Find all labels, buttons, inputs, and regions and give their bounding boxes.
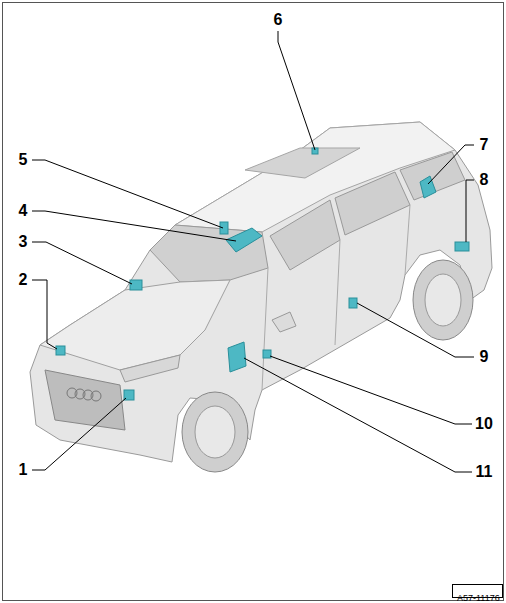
callout-number: 2 (19, 272, 28, 288)
callout-number: 8 (480, 172, 489, 188)
callout-number: 10 (475, 416, 493, 432)
reference-box: A57-11176 (452, 584, 503, 598)
callout-number: 1 (19, 462, 28, 478)
callout-number: 4 (19, 203, 28, 219)
reference-code: A57-11176 (457, 594, 500, 603)
callout-number: 3 (19, 234, 28, 250)
callout-number: 6 (274, 12, 283, 28)
callout-number: 9 (480, 349, 489, 365)
callout-number: 11 (476, 464, 493, 480)
callout-number: 5 (19, 152, 28, 168)
callout-number: 7 (480, 137, 489, 153)
